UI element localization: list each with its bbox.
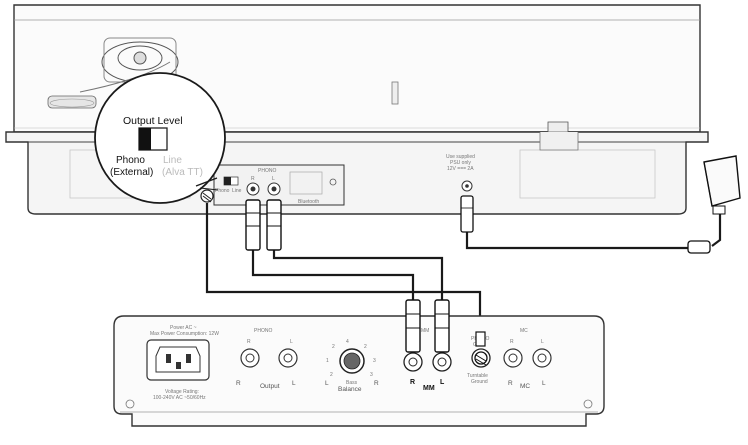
- rca-plugs-turntable: [245, 199, 282, 251]
- amp-output-r: R: [236, 380, 241, 387]
- panel-rca-left-label: L: [272, 176, 275, 182]
- cables: [205, 203, 722, 332]
- amp-output-label: Output: [260, 383, 280, 390]
- rca-plugs-amplifier: [405, 299, 450, 353]
- svg-text:2: 2: [330, 372, 333, 378]
- panel-switch-phono-label: Phono: [215, 188, 230, 194]
- amp-output-title: PHONO: [254, 328, 272, 334]
- amp-ground-label-1: Turntable: [467, 373, 488, 379]
- power-plug-body[interactable]: [460, 195, 474, 233]
- svg-text:3: 3: [370, 372, 373, 378]
- amp-output-jack-l[interactable]: [278, 348, 298, 368]
- amp-balance-scale: 2 4 2 1 3 2 3: [326, 339, 376, 378]
- power-adapter-body: [703, 155, 741, 207]
- amp-balance-l: L: [325, 380, 329, 387]
- amplifier: Power AC ~ Max Power Consumption: 12W Vo…: [113, 315, 605, 427]
- amp-mc-jack-r[interactable]: [503, 348, 523, 368]
- spindle: [391, 81, 399, 105]
- callout-title: Output Level: [123, 115, 183, 127]
- rca-plug-left-bottom[interactable]: [434, 299, 450, 353]
- amp-power-text-1: Power AC ~: [170, 325, 197, 331]
- panel-bluetooth-button[interactable]: [329, 178, 337, 186]
- amp-voltage-text-2: 100-240V AC ~50/60Hz: [153, 395, 206, 401]
- amp-balance-sub: Bass: [346, 380, 358, 386]
- amp-mc-jack-l[interactable]: [532, 348, 552, 368]
- amp-mm-label: MM: [423, 385, 435, 392]
- callout-switch-knob: [139, 128, 151, 150]
- amp-balance-label: Balance: [338, 386, 362, 393]
- svg-text:2: 2: [332, 344, 335, 350]
- amp-mc-r-top: R: [510, 339, 514, 345]
- amp-output-l-top: L: [290, 339, 293, 345]
- amp-mm-l: L: [440, 379, 445, 386]
- callout-line-label: Line: [163, 155, 182, 166]
- panel-rca-label: PHONO: [258, 168, 276, 174]
- rca-plug-left-top[interactable]: [266, 199, 282, 251]
- svg-text:3: 3: [373, 358, 376, 364]
- panel-switch-line-label: Line: [232, 188, 242, 194]
- amp-ground-label-2: Ground: [471, 379, 488, 385]
- amp-balance-r: R: [374, 380, 379, 387]
- amp-mc-label: MC: [520, 383, 530, 390]
- rear-recess-right: [519, 149, 656, 199]
- output-level-callout: Output Level Phono (External) Line (Alva…: [94, 72, 226, 204]
- panel-bluetooth-label: Bluetooth: [298, 199, 319, 205]
- power-label-2: PSU only: [450, 160, 471, 166]
- amp-mc-l-top: L: [541, 339, 544, 345]
- rca-plug-right-top[interactable]: [245, 199, 261, 251]
- svg-text:4: 4: [346, 339, 349, 345]
- power-plug: [460, 195, 474, 233]
- amp-voltage-text-1: Voltage Rating:: [165, 389, 199, 395]
- power-cable: [465, 232, 690, 250]
- svg-text:2: 2: [364, 344, 367, 350]
- rca-plug-right-bottom[interactable]: [405, 299, 421, 353]
- rca-cable-left: [272, 250, 444, 300]
- callout-phono-label: Phono: [116, 155, 145, 166]
- power-adapter: [703, 155, 741, 215]
- callout-phono-sub: (External): [110, 167, 153, 178]
- amp-output-l: L: [292, 380, 296, 387]
- callout-line-sub: (Alva TT): [162, 167, 203, 178]
- platter-edge: [47, 95, 97, 109]
- amp-mm-r: R: [410, 379, 415, 386]
- power-label-1: Use supplied: [446, 154, 475, 160]
- power-label-3: 12V === 2A: [447, 166, 474, 172]
- amp-output-jack-r[interactable]: [240, 348, 260, 368]
- panel-rca-right-label: R: [251, 176, 255, 182]
- amp-power-text-2: Max Power Consumption: 12W: [150, 331, 219, 337]
- amp-mc-l: L: [542, 380, 546, 387]
- amp-mc-title: MC: [520, 328, 528, 334]
- panel-bluetooth-box: [289, 171, 323, 195]
- rca-cable-right: [251, 250, 415, 300]
- amp-mm-title: MM: [421, 328, 429, 334]
- svg-text:1: 1: [326, 358, 329, 364]
- ground-spade: [474, 331, 488, 366]
- amp-iec-socket[interactable]: [146, 339, 210, 381]
- ferrite-bead: [687, 240, 711, 254]
- amp-mc-r: R: [508, 380, 513, 387]
- amp-output-r-top: R: [247, 339, 251, 345]
- ground-wire: [205, 203, 482, 332]
- cover-hinge: [547, 121, 569, 133]
